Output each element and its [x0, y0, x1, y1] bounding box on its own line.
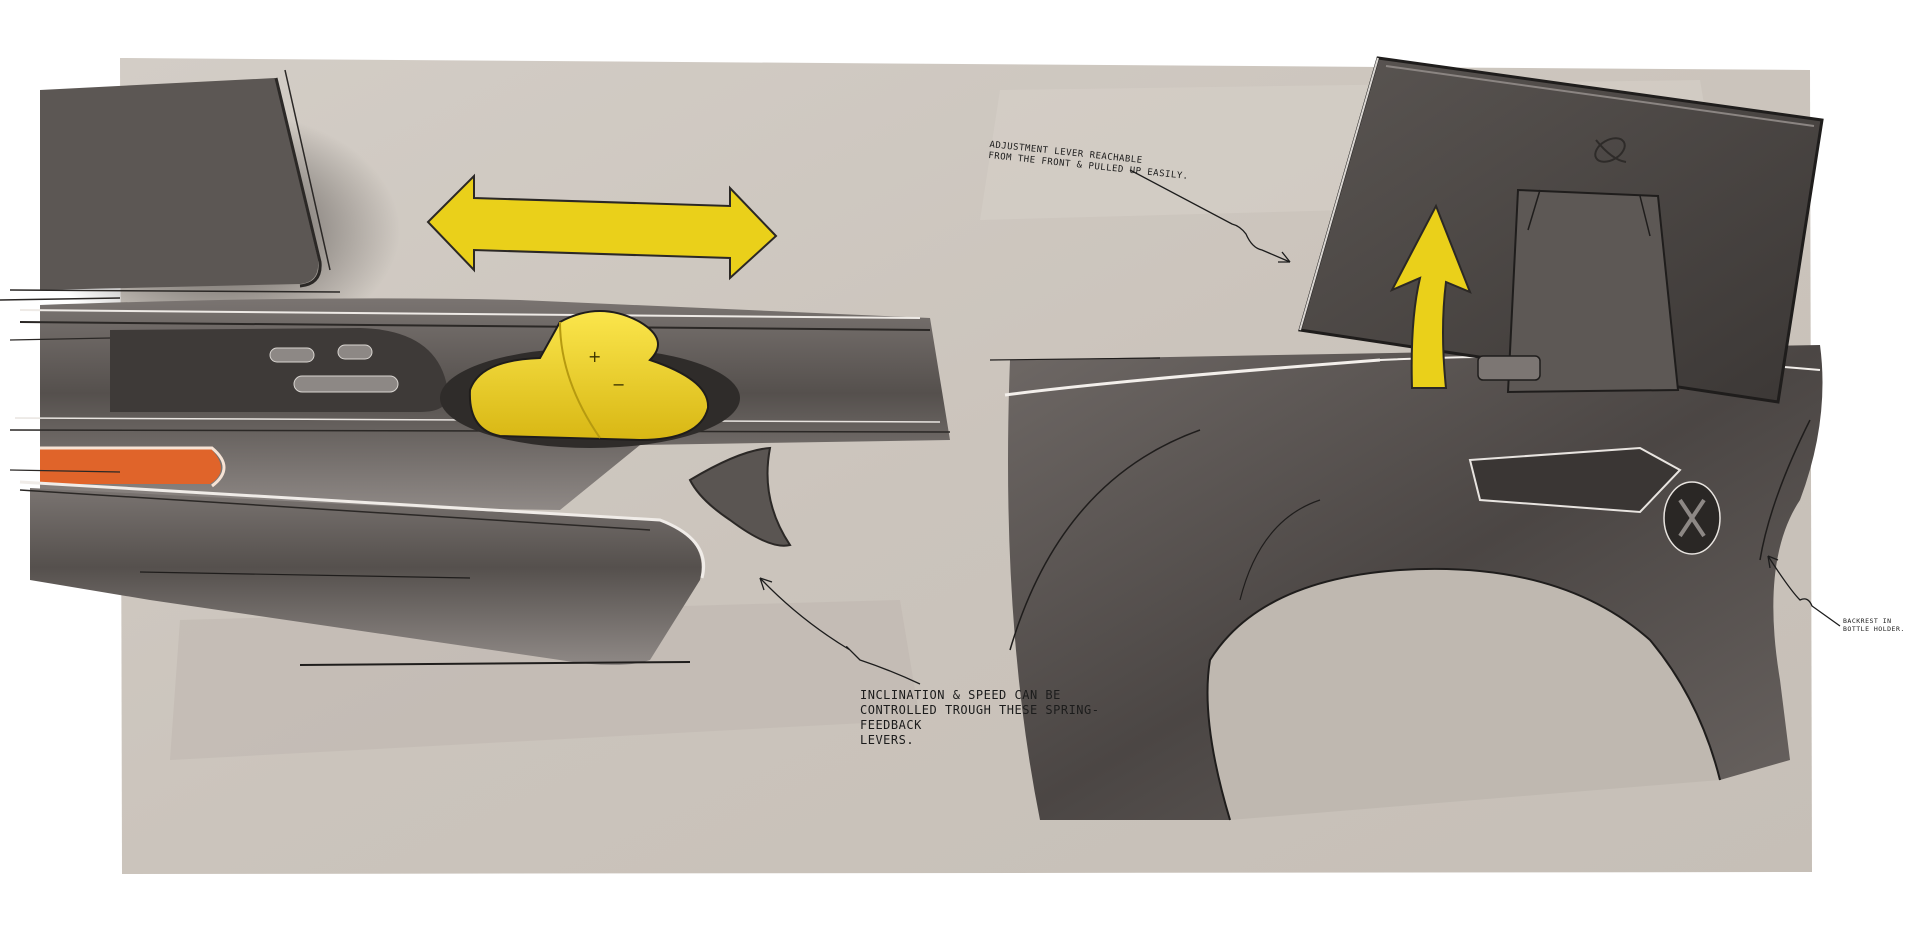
release-tab: [1477, 355, 1541, 381]
minus-symbol: −: [612, 375, 625, 394]
vent-knob-icon: [1663, 481, 1721, 555]
trigger-lever: [688, 446, 792, 547]
yellow-lever: + −: [440, 310, 740, 448]
button-small-2: [337, 344, 373, 360]
tray-hatch: [1468, 446, 1682, 514]
double-arrow-icon: [426, 173, 778, 281]
right-unit-sketch: [989, 56, 1841, 821]
annotation-inclination-speed: INCLINATION & SPEED CAN BE CONTROLLED TR…: [860, 688, 1100, 747]
brand-logo-icon: [1594, 137, 1627, 163]
display-corner: [40, 78, 319, 290]
unit-arch: [1206, 567, 1721, 821]
left-console-sketch: + −: [0, 69, 951, 666]
orange-indicator: [40, 448, 221, 484]
curved-arrow-up-icon: [1389, 203, 1472, 389]
leader-lever: [1129, 169, 1291, 263]
screen-stand: [1506, 188, 1680, 394]
button-wide: [293, 375, 399, 393]
button-small-1: [269, 347, 315, 363]
leader-backrest: [1767, 555, 1841, 627]
button-pod: [110, 328, 449, 412]
plus-symbol: +: [588, 347, 601, 366]
leader-incline: [759, 577, 921, 685]
backdrop-marker-strokes: [170, 600, 920, 760]
annotation-backrest: BACKREST IN BOTTLE HOLDER.: [1843, 617, 1905, 634]
